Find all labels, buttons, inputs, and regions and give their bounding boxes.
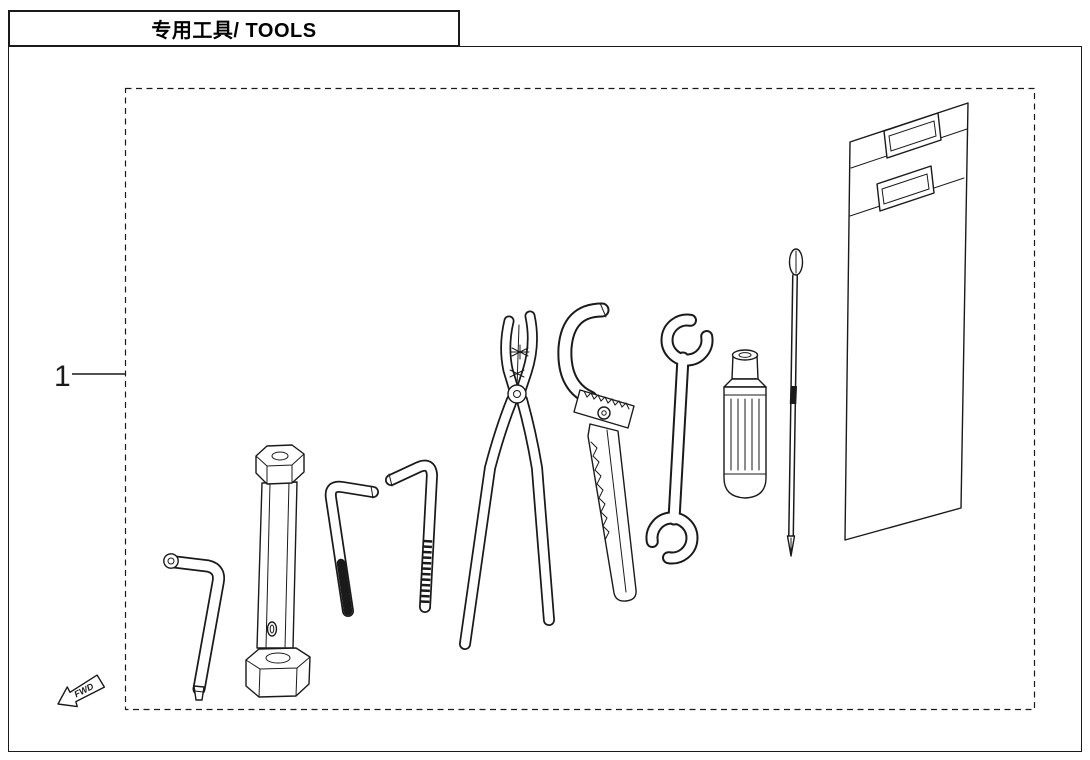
- torx-l-key-icon: [163, 553, 225, 701]
- screwdriver-handle-icon: [723, 349, 767, 499]
- parts-group-box: [124, 87, 1036, 711]
- callout-number: 1: [54, 360, 71, 393]
- tool-pouch-icon: [844, 102, 969, 541]
- title-box: 专用工具/ TOOLS: [8, 10, 460, 47]
- fwd-arrow-icon: FWD: [57, 674, 106, 708]
- pliers-icon: [459, 310, 555, 650]
- hex-key-icon: [385, 459, 438, 613]
- spark-plug-socket-wrench-icon: [245, 444, 311, 698]
- screwdriver-shaft-icon: [786, 248, 804, 557]
- page-title: 专用工具/ TOOLS: [151, 20, 317, 42]
- double-open-end-wrench-icon: [645, 313, 714, 565]
- hex-key-black-tip-icon: [324, 480, 379, 617]
- hook-spanner-icon: [557, 302, 637, 602]
